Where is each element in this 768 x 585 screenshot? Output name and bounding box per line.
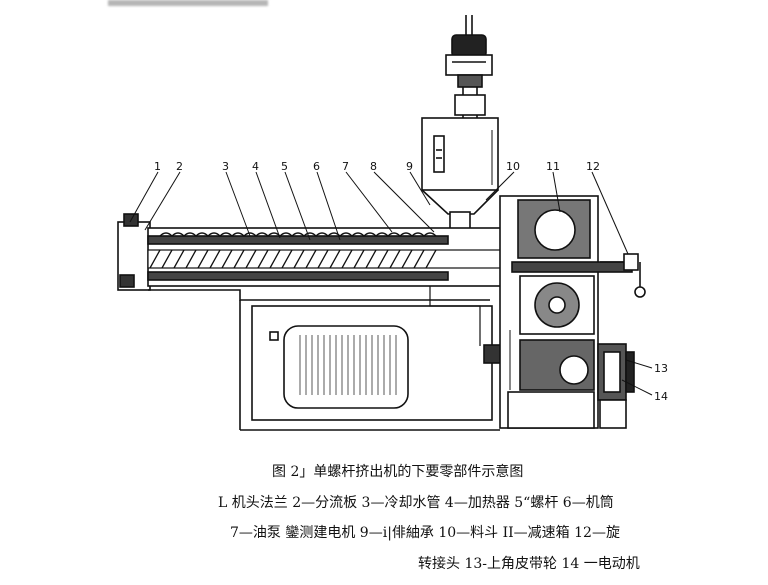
part-label: 8 bbox=[370, 160, 377, 173]
part-label: 4 bbox=[252, 160, 259, 173]
base-frame bbox=[148, 286, 507, 431]
part-label: 9 bbox=[406, 160, 413, 173]
top-motor bbox=[445, 15, 493, 118]
part-label: 7 bbox=[342, 160, 349, 173]
part-label: 10 bbox=[506, 160, 520, 173]
part-label: 11 bbox=[546, 160, 560, 173]
part-label: 13 bbox=[654, 362, 668, 375]
caption-title: 图 2」单螺杆挤出机的下要零部件示意图 bbox=[272, 464, 524, 480]
screw-flights bbox=[149, 232, 437, 269]
rotary-joint bbox=[600, 253, 646, 298]
part-label: 2 bbox=[176, 160, 183, 173]
part-label: 5 bbox=[281, 160, 288, 173]
part-label: 3 bbox=[222, 160, 229, 173]
gearbox bbox=[499, 195, 633, 429]
caption-legend-line: 7—油泵 鑾测建电机 9—i|俳紬承 10—料斗 II—减速箱 12—旋 bbox=[230, 525, 620, 541]
part-label: 1 bbox=[154, 160, 161, 173]
barrel bbox=[117, 213, 519, 291]
caption-legend-line: 转接头 13-上角皮带轮 14 一电动机 bbox=[418, 556, 640, 572]
leader-lines bbox=[129, 171, 653, 396]
part-label: 12 bbox=[586, 160, 600, 173]
hopper bbox=[421, 117, 499, 231]
bottom-motor bbox=[597, 343, 635, 429]
part-label: 14 bbox=[654, 390, 668, 403]
caption-legend-line: L 机头法兰 2—分流板 3—冷却水管 4—加热器 5“螺杆 6—机筒 bbox=[218, 495, 614, 511]
part-label: 6 bbox=[313, 160, 320, 173]
cropped-text-fragment bbox=[108, 0, 268, 6]
